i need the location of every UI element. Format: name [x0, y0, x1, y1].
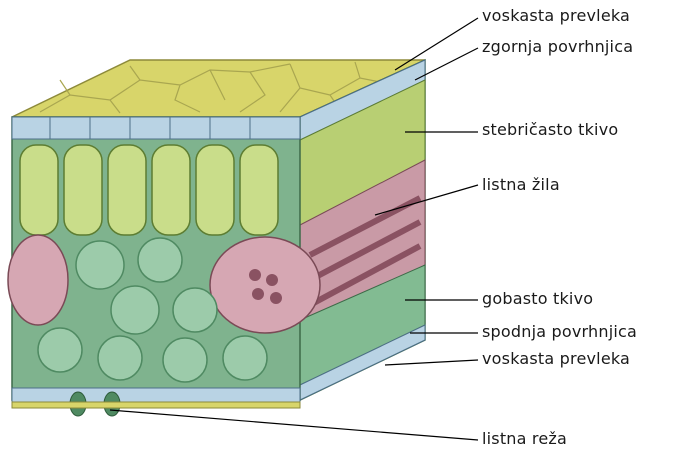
label-lower-epidermis: spodnja povrhnjica	[482, 322, 637, 341]
front-face	[8, 117, 320, 416]
label-waxy-bottom: voskasta prevleka	[482, 349, 630, 368]
label-palisade: stebričasto tkivo	[482, 120, 618, 139]
label-spongy: gobasto tkivo	[482, 289, 593, 308]
label-vein: listna žila	[482, 175, 560, 194]
label-stoma: listna reža	[482, 429, 567, 448]
label-upper-epidermis: zgornja povrhnjica	[482, 37, 633, 56]
side-face	[300, 60, 425, 400]
label-waxy-top: voskasta prevleka	[482, 6, 630, 25]
